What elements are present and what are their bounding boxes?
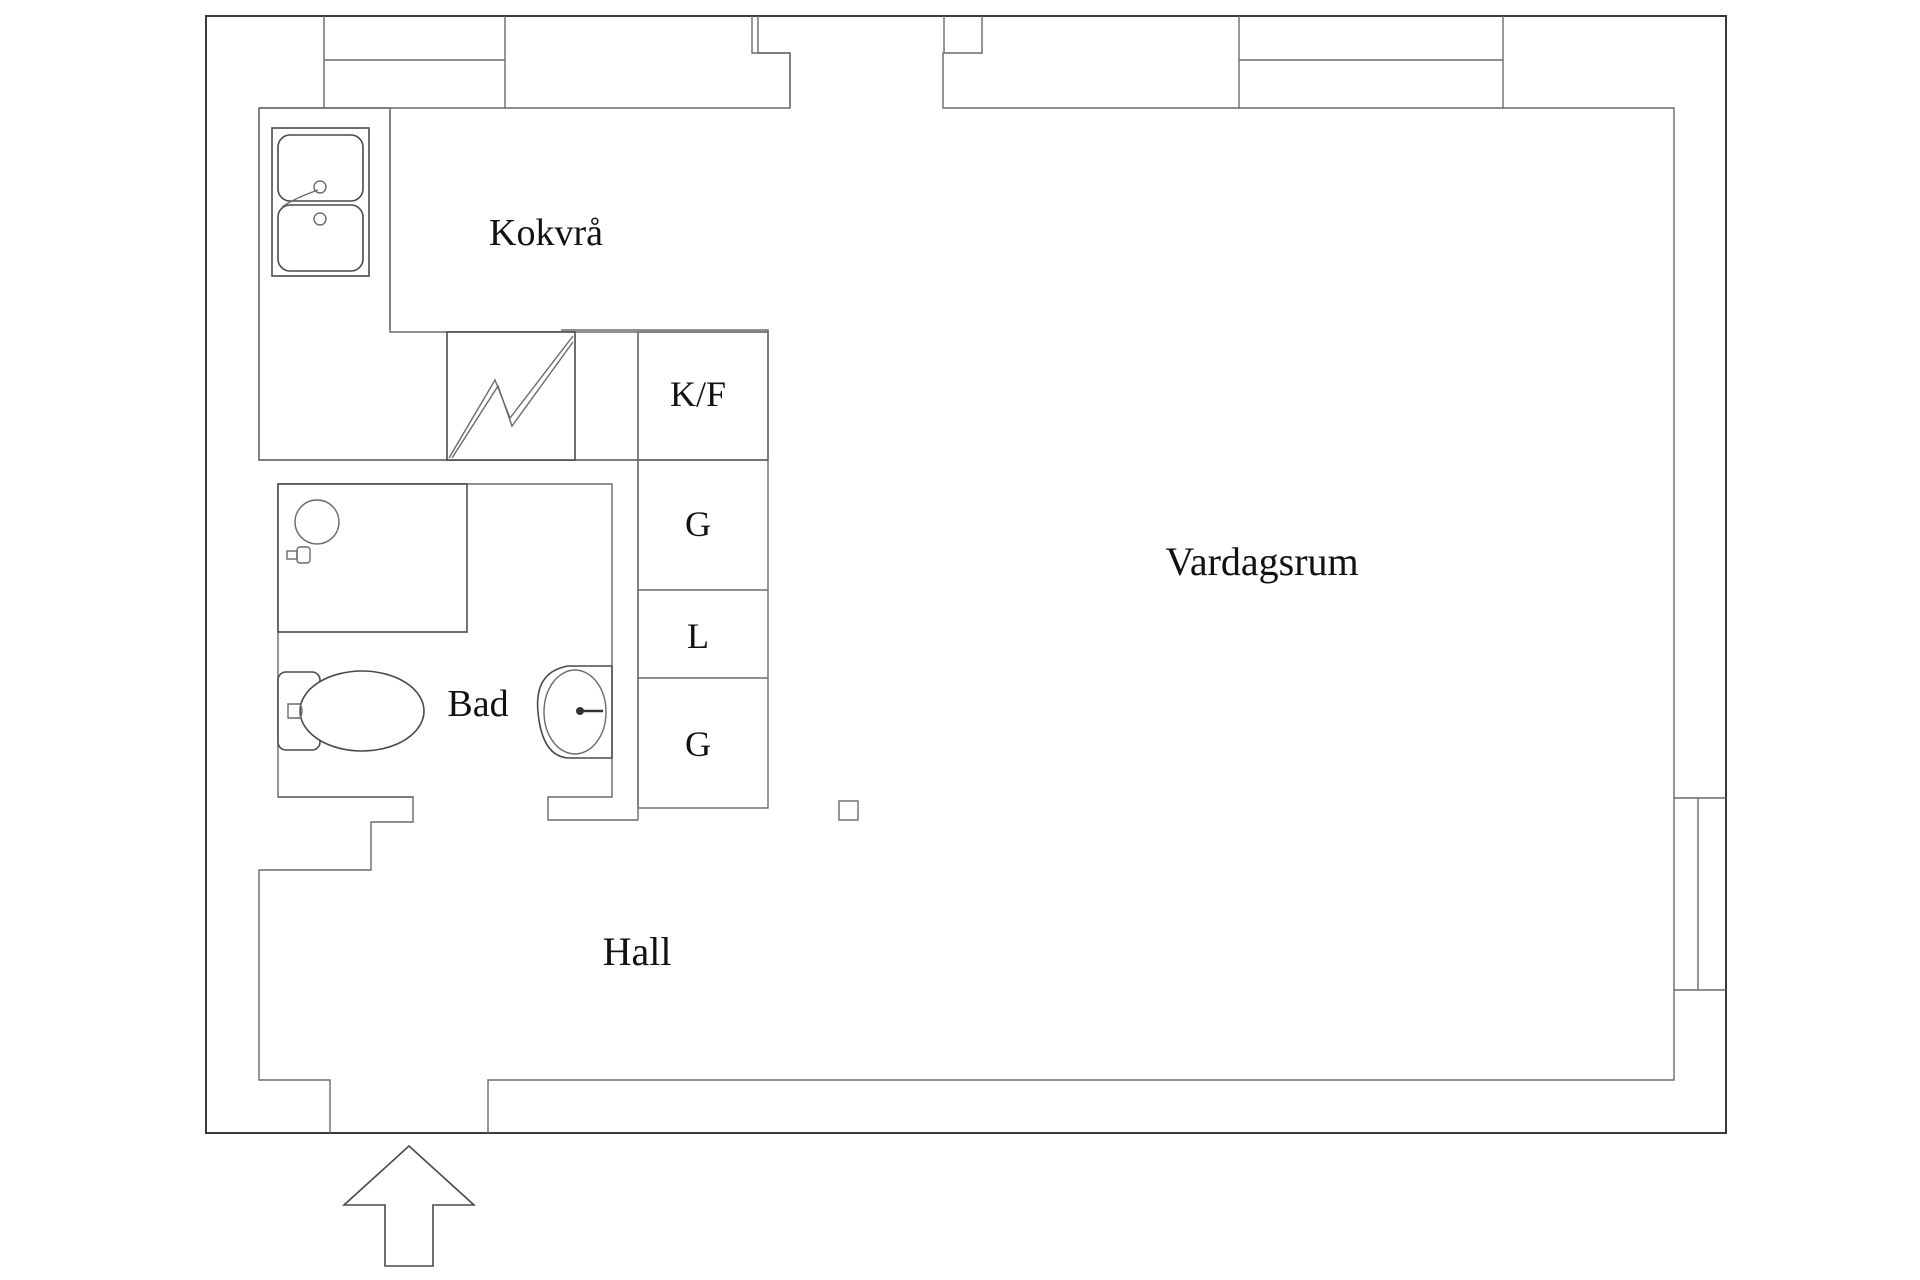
closet-label-wardrobe-2: G <box>685 724 711 764</box>
top-windows <box>323 16 1504 108</box>
washbasin-icon <box>536 665 613 759</box>
pillar <box>838 800 859 821</box>
room-label-hall: Hall <box>603 929 672 974</box>
toilet-icon <box>277 670 425 752</box>
closet-label-linen: L <box>687 616 709 656</box>
entrance-arrow-icon <box>341 1144 477 1267</box>
right-window <box>1674 797 1726 991</box>
room-label-bathroom: Bad <box>447 683 508 725</box>
stove-icon <box>446 331 576 461</box>
closet-column <box>637 331 769 820</box>
kitchen-sink-icon <box>271 127 370 277</box>
outer-wall <box>205 15 1727 1134</box>
inner-wall-outline <box>258 16 1675 1133</box>
shower-icon <box>277 483 468 633</box>
room-label-kitchen: Kokvrå <box>489 212 603 254</box>
closet-label-wardrobe-1: G <box>685 504 711 544</box>
closet-label-fridge-freezer: K/F <box>670 374 726 414</box>
room-label-living-room: Vardagsrum <box>1165 539 1358 584</box>
